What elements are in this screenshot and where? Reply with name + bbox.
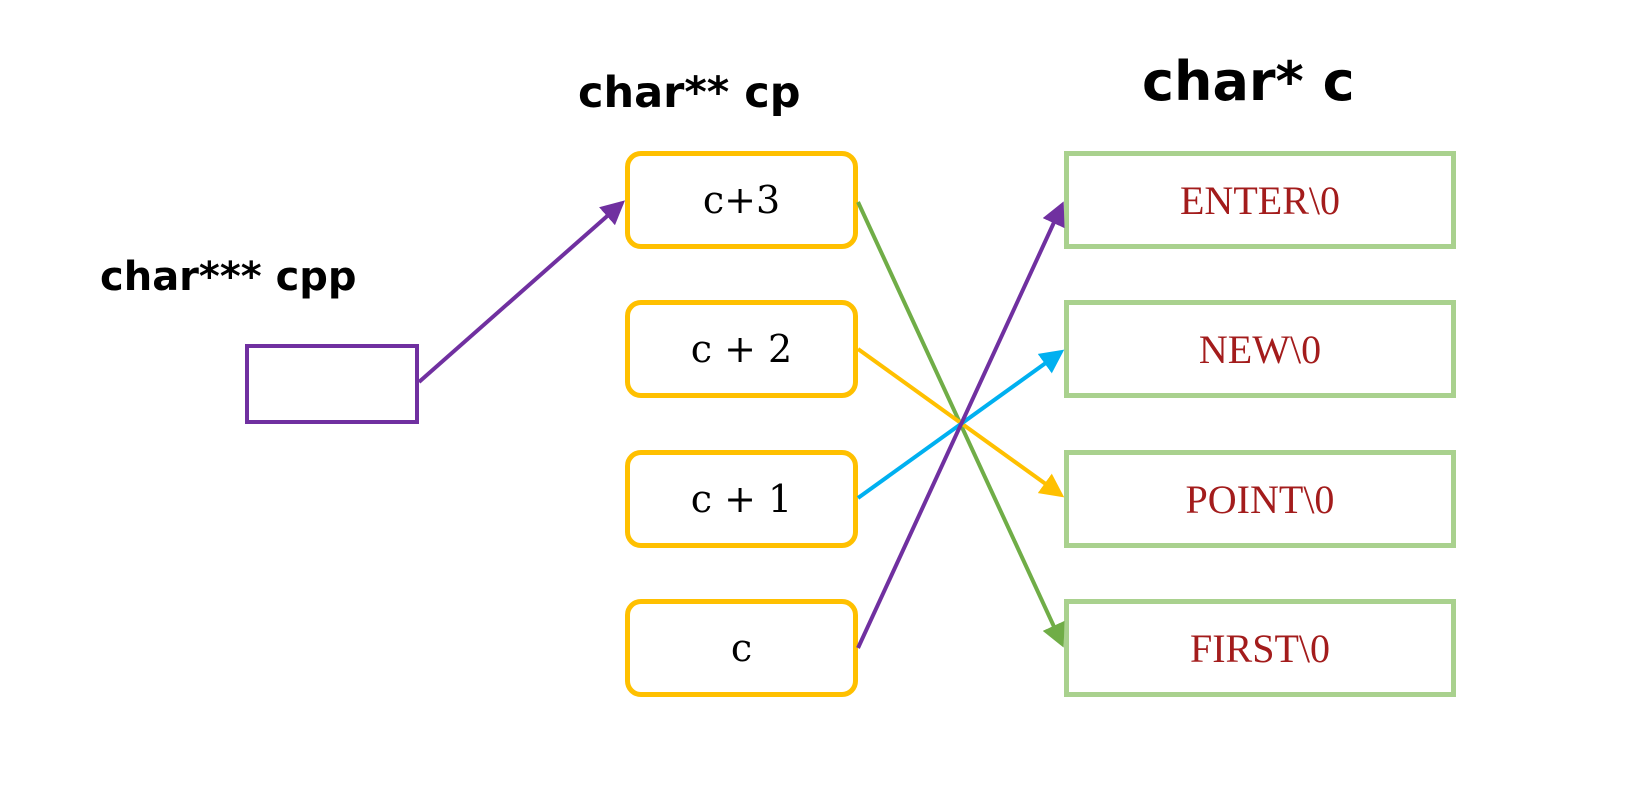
cp-cell-c-plus-1: c + 1 <box>625 450 858 548</box>
cp-label: char** cp <box>578 68 801 118</box>
cp-cell-c-plus-2: c + 2 <box>625 300 858 398</box>
string-cell-new: NEW\0 <box>1064 300 1456 398</box>
string-cell-first: FIRST\0 <box>1064 599 1456 697</box>
cpp-box <box>245 344 419 424</box>
arrow-cpp-to-cp <box>417 200 626 384</box>
arrow-c-to-enter <box>856 201 1065 649</box>
cp-cell-c-plus-3: c+3 <box>625 151 858 249</box>
arrow-c-plus-2-to-point <box>856 347 1065 498</box>
cpp-label: char*** cpp <box>100 254 357 300</box>
string-cell-enter: ENTER\0 <box>1064 151 1456 249</box>
string-cell-point: POINT\0 <box>1064 450 1456 548</box>
cp-cell-c: c <box>625 599 858 697</box>
c-label: char* c <box>1142 50 1355 113</box>
